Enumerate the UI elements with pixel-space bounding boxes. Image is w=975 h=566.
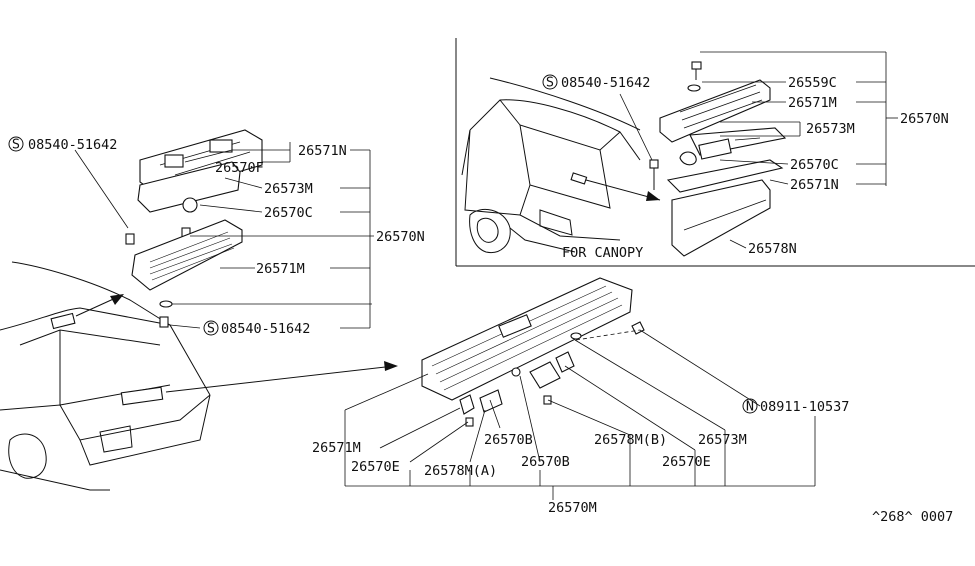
part-number-label: 26570N <box>376 229 425 245</box>
part-number-label: 26570B <box>484 432 533 448</box>
part-number-label: 26578M(A) <box>424 463 497 479</box>
screw-symbol-circle <box>8 136 24 152</box>
canopy-arrowhead <box>646 191 660 201</box>
part-number-label: 26578M(B) <box>594 432 667 448</box>
part-number-label: 26571N <box>298 143 347 159</box>
part-number-label: 26573M <box>698 432 747 448</box>
trunk-lamp-arrow <box>165 365 395 393</box>
part-number-label: 26571M <box>312 440 361 456</box>
part-number-label: 26573M <box>806 121 855 137</box>
canopy-lamp-parts <box>649 61 787 257</box>
part-number-label: 08911-10537 <box>760 399 849 415</box>
canopy-inset-frame <box>455 38 975 267</box>
part-number-label: 26570B <box>521 454 570 470</box>
part-number-label: 26570C <box>790 157 839 173</box>
nut-symbol-circle <box>742 398 758 414</box>
diagram-code: ^268^ 0007 <box>872 509 953 525</box>
screw-symbol-letter: S <box>12 137 20 153</box>
part-number-label: 26571M <box>256 261 305 277</box>
screw-symbol-circle <box>203 320 219 336</box>
bottom-leaders <box>344 329 816 500</box>
part-number-label: 26573M <box>264 181 313 197</box>
top-left-leaders <box>74 142 374 329</box>
top-right-leaders <box>619 51 898 249</box>
screw-symbol-letter: S <box>546 75 554 91</box>
part-number-label: 08540-51642 <box>561 75 650 91</box>
part-number-label: 26559C <box>788 75 837 91</box>
trunk-lamp-arrowhead <box>384 361 398 371</box>
part-number-label: 26570E <box>662 454 711 470</box>
trunk-lamp-parts <box>421 277 645 427</box>
canopy-caption: FOR CANOPY <box>562 245 643 261</box>
part-number-label: 26570C <box>264 205 313 221</box>
roof-lamp-parts <box>125 129 263 328</box>
part-number-label: 08540-51642 <box>221 321 310 337</box>
part-number-label: 08540-51642 <box>28 137 117 153</box>
part-number-label: 26571M <box>788 95 837 111</box>
sedan-illustration <box>0 261 211 491</box>
part-number-label: 26571N <box>790 177 839 193</box>
screw-symbol-circle <box>542 74 558 90</box>
screw-symbol-letter: S <box>207 321 215 337</box>
part-number-label: 26570M <box>548 500 597 516</box>
part-number-label: 26578N <box>748 241 797 257</box>
part-number-label: 26570E <box>351 459 400 475</box>
nut-symbol-letter: N <box>746 399 754 415</box>
part-number-label: 26570N <box>900 111 949 127</box>
canopy-vehicle-illustration <box>461 77 641 254</box>
roof-lamp-arrowhead <box>110 294 124 305</box>
part-number-label: 26570F <box>215 160 264 176</box>
